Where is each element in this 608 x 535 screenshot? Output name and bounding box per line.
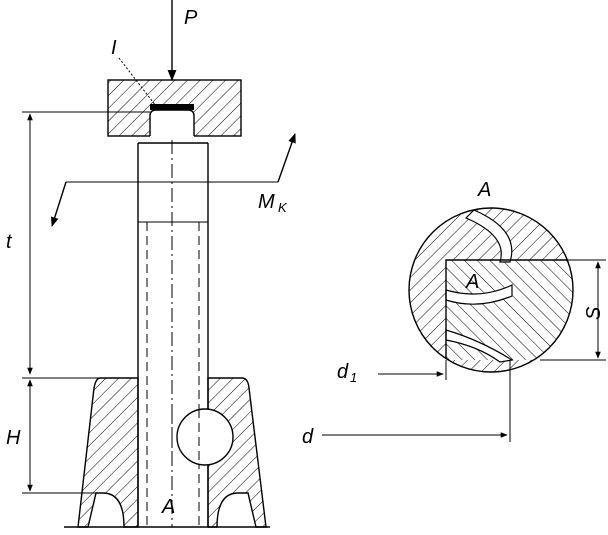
load-label: P — [184, 7, 198, 29]
dimension-h: H — [6, 377, 138, 494]
d1-sub-label: 1 — [350, 370, 357, 385]
dimension-d1: d 1 — [337, 360, 447, 385]
base-fixture: A — [64, 377, 270, 528]
dimension-t: t — [6, 111, 150, 375]
torque-sub-label: K — [278, 200, 288, 215]
torque-label: M — [258, 191, 275, 213]
dimension-s: S — [540, 259, 606, 361]
d-label: d — [302, 426, 314, 448]
dim-s-label: S — [583, 306, 605, 320]
detail-circle — [176, 408, 234, 466]
section-circle — [408, 207, 574, 373]
length-t-label: t — [6, 231, 13, 253]
section-a-inner-label: A — [465, 271, 479, 293]
section-a-bottom-label: A — [161, 496, 175, 518]
mark-one-label: I — [111, 37, 117, 59]
d1-label: d — [337, 361, 349, 383]
contact-pad — [150, 104, 194, 110]
specimen-assembly: P I M K t — [6, 0, 296, 528]
dimension-d: d — [302, 360, 511, 448]
height-h-label: H — [6, 427, 21, 449]
section-a-detail: A A S d 1 d — [302, 179, 606, 448]
section-a-top-label: A — [477, 179, 491, 201]
loading-block — [107, 79, 242, 138]
torque-indicator: M K — [50, 133, 296, 227]
specimen-shaft — [137, 140, 209, 527]
